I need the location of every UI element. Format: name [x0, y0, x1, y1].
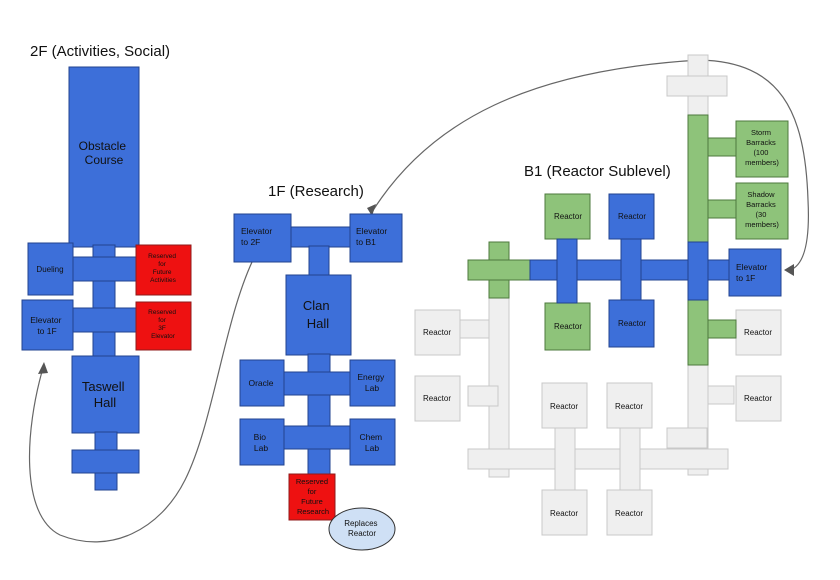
label-bio-lab: Bio Lab: [254, 432, 269, 453]
connector-1f-to-b1: [371, 59, 809, 271]
label-elevator-to-b1: Elevator to B1: [356, 226, 390, 247]
title-2f: 2F (Activities, Social): [30, 43, 170, 60]
room-elevator-to-1f-2f: [21, 299, 74, 351]
corridor-b1-col3-v: [687, 241, 709, 301]
reactor-planned-6: [735, 375, 782, 422]
label-elevator-to-1f-2f: Elevator to 1F: [30, 315, 64, 336]
label-reactor: Reactor: [618, 319, 646, 328]
label-energy-lab: Energy Lab: [357, 372, 386, 393]
reactor-built-top: [544, 193, 591, 240]
label-reactor: Reactor: [615, 402, 643, 411]
title-b1: B1 (Reactor Sublevel): [524, 163, 671, 180]
label-reactor: Reactor: [423, 394, 451, 403]
floor-2f: Obstacle Course Dueling Reserved for Fut…: [21, 66, 192, 491]
room-reserved-research: [288, 473, 336, 521]
green-branch-shadow: [707, 199, 737, 219]
reactor-blue-2: [608, 299, 655, 348]
label-reserved-research: Reserved for Future Research: [296, 477, 330, 516]
label-reactor: Reactor: [554, 212, 582, 221]
arrow-head-2f: [38, 362, 48, 374]
label-oracle: Oracle: [248, 378, 273, 388]
grey-cross-c1-v: [554, 427, 576, 491]
grey-row-bottom: [467, 448, 729, 470]
green-branch-storm: [707, 137, 737, 157]
room-clan-hall: [285, 274, 352, 356]
corridor-1f-top-v: [308, 245, 330, 277]
reactor-planned-1: [414, 309, 461, 356]
room-shadow-barracks: [735, 182, 789, 240]
label-elevator-to-1f-b1: Elevator to 1F: [736, 262, 770, 283]
note-replaces-reactor: [328, 507, 396, 551]
label-shadow-barracks: Shadow Barracks (30 members): [745, 190, 779, 229]
grey-left-cross-h: [457, 319, 490, 339]
label-reserved-3f: Reserved for 3F Elevator: [148, 309, 178, 340]
room-dueling: [27, 242, 74, 296]
label-clan-hall: Clan Hall: [303, 298, 333, 331]
floor-1f: Elevator to 2F Elevator to B1 Clan Hall …: [233, 213, 403, 551]
grey-top-cross: [666, 75, 728, 97]
green-main-vertical: [687, 114, 709, 366]
room-reserved-activities: [135, 244, 192, 296]
label-reactor: Reactor: [744, 328, 772, 337]
reactor-built-bottom: [544, 302, 591, 351]
room-chem-lab: [349, 418, 396, 466]
floor-b1: Storm Barracks (100 members) Shadow Barr…: [414, 54, 789, 536]
label-reactor: Reactor: [744, 394, 772, 403]
corridor-2f-bottom-h: [71, 449, 140, 474]
corridor-1f-cross-1: [283, 371, 351, 396]
label-reactor: Reactor: [615, 509, 643, 518]
room-reserved-3f-elevator: [135, 301, 192, 351]
reactor-planned-7: [541, 489, 588, 536]
label-storm-barracks: Storm Barracks (100 members): [745, 128, 779, 167]
reactor-planned-4: [606, 382, 653, 429]
label-chem-lab: Chem Lab: [359, 432, 384, 453]
label-reactor: Reactor: [423, 328, 451, 337]
grey-cross-c2-v: [619, 427, 641, 491]
arrow-head-b1-elevator: [784, 264, 794, 276]
label-obstacle-course: Obstacle Course: [79, 139, 130, 167]
reactor-planned-8: [606, 489, 653, 536]
grey-row-middle: [467, 385, 499, 407]
label-elevator-to-2f: Elevator to 2F: [241, 226, 275, 247]
room-storm-barracks: [735, 120, 789, 178]
room-energy-lab: [349, 359, 396, 407]
reactor-planned-2: [414, 375, 461, 422]
label-reactor: Reactor: [550, 402, 578, 411]
room-obstacle-course: [68, 66, 140, 248]
room-elevator-to-1f-b1: [728, 248, 782, 297]
room-oracle: [239, 359, 285, 407]
green-cross-h: [467, 259, 531, 281]
room-elevator-to-b1: [349, 213, 403, 263]
room-taswell-hall: [71, 355, 140, 434]
label-reactor: Reactor: [554, 322, 582, 331]
arrow-head-b1: [367, 204, 376, 216]
label-replaces-reactor: Replaces Reactor: [344, 519, 380, 538]
corridor-2f-cross-1: [72, 256, 137, 282]
corridor-2f-cross-2: [72, 307, 137, 333]
green-branch-lower: [707, 319, 737, 339]
label-dueling: Dueling: [36, 265, 63, 274]
label-reserved-activities: Reserved for Future Activities: [148, 253, 178, 284]
reactor-blue-1: [608, 193, 655, 240]
corridor-1f-top-h: [289, 226, 353, 248]
reactor-planned-5: [735, 309, 782, 356]
label-reactor: Reactor: [550, 509, 578, 518]
planned-network: [414, 54, 782, 536]
reactor-planned-3: [541, 382, 588, 429]
label-reactor: Reactor: [618, 212, 646, 221]
room-elevator-to-2f: [233, 213, 292, 263]
label-taswell-hall: Taswell Hall: [82, 379, 128, 410]
corridor-b1-col2-v: [620, 238, 642, 304]
corridor-1f-cross-2: [283, 425, 351, 450]
grey-right-cross-h: [666, 427, 708, 449]
room-bio-lab: [239, 418, 285, 466]
title-1f: 1F (Research): [268, 183, 364, 200]
grey-right-cross-h3: [707, 385, 735, 405]
connector-2f-to-1f: [28, 249, 259, 543]
corridor-b1-col1-v: [556, 238, 578, 304]
